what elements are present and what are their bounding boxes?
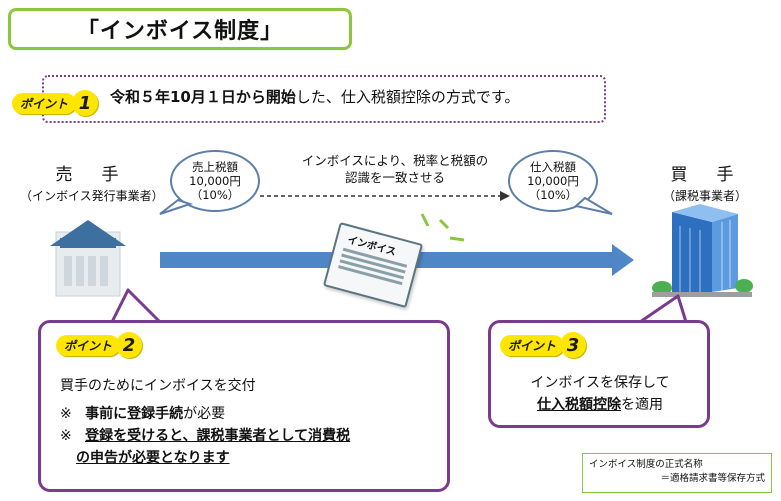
consistency-line1: インボイスにより、税率と税額の <box>301 153 489 168</box>
point2-line3-bold: 登録を受けると、課税事業者として消費税 <box>85 428 351 444</box>
point2-line2-bold: 事前に登録手続 <box>85 406 184 422</box>
point3-line2-bold: 仕入税額控除 <box>537 397 621 413</box>
point3-line2: 仕入税額控除を適用 <box>502 394 698 416</box>
purchase-tax-amount: 10,000円 <box>527 174 579 188</box>
sparkle-line <box>420 213 430 227</box>
sales-tax-label: 売上税額 <box>192 160 238 174</box>
point2-line2-rest: が必要 <box>183 406 226 422</box>
point3-pointer <box>638 294 688 324</box>
point2-line3: ※ 登録を受けると、課税事業者として消費税 <box>60 425 350 447</box>
point1-text-rest: した、仕入税額控除の方式です。 <box>295 88 520 106</box>
purchase-tax-rate: （10%） <box>528 188 578 202</box>
point-badge-number: 3 <box>560 332 587 358</box>
point2-line4-bold: の申告が必要となります <box>76 450 230 466</box>
shop-icon <box>50 220 126 297</box>
purchase-tax-label: 仕入税額 <box>530 160 576 174</box>
seller-sub: （インボイス発行事業者） <box>20 189 164 203</box>
point-badge-label: ポイント <box>56 334 121 356</box>
dashed-arrow-head <box>500 191 510 201</box>
buyer-name: 買 手 <box>670 165 740 185</box>
point3-line2-rest: を適用 <box>621 397 663 413</box>
note-line2: ＝適格請求書等保存方式 <box>660 473 765 484</box>
sparkle-line <box>438 218 450 230</box>
buyer-label: 買 手 （課税事業者） <box>640 160 770 204</box>
point-badge-label: ポイント <box>500 334 565 356</box>
sales-tax-amount: 10,000円 <box>189 174 241 188</box>
buyer-sub: （課税事業者） <box>662 189 747 203</box>
note-box: インボイス制度の正式名称 ＝適格請求書等保存方式 <box>582 453 772 493</box>
point-badge-number: 1 <box>72 90 99 116</box>
point2-note-mark: ※ <box>60 428 72 444</box>
office-building-icon <box>652 204 753 297</box>
point3-badge: ポイント 3 <box>500 332 587 358</box>
consistency-text: インボイスにより、税率と税額の 認識を一致させる <box>290 152 500 186</box>
seller-label: 売 手 （インボイス発行事業者） <box>20 160 164 204</box>
point1-badge: ポイント 1 <box>12 90 99 116</box>
sales-bubble-tail <box>159 198 194 215</box>
point-badge-number: 2 <box>116 332 143 358</box>
sales-tax-rate: （10%） <box>190 188 240 202</box>
point2-text: 買手のためにインボイスを交付 ※ 事前に登録手続が必要 ※ 登録を受けると、課税… <box>60 375 350 469</box>
note-line1: インボイス制度の正式名称 <box>589 459 703 470</box>
seller-name: 売 手 <box>55 165 125 185</box>
point3-text: インボイスを保存して 仕入税額控除を適用 <box>502 372 698 416</box>
point1-text: 令和５年10月１日から開始した、仕入税額控除の方式です。 <box>110 86 519 107</box>
purchase-bubble-tail <box>573 196 613 215</box>
point-badge-label: ポイント <box>12 92 77 114</box>
point2-note-mark: ※ <box>60 406 72 422</box>
point3-line1: インボイスを保存して <box>530 375 670 391</box>
point2-line1: 買手のためにインボイスを交付 <box>60 378 256 394</box>
point2-line4: の申告が必要となります <box>60 447 350 469</box>
title-box: 「インボイス制度」 <box>8 8 352 50</box>
main-flow-arrow-head <box>612 244 634 276</box>
sparkle-line <box>449 236 465 242</box>
point1-text-bold: 令和５年10月１日から開始 <box>110 88 296 106</box>
point2-badge: ポイント 2 <box>56 332 143 358</box>
page-title: 「インボイス制度」 <box>76 19 284 44</box>
consistency-line2: 認識を一致させる <box>344 170 445 185</box>
point2-line2: ※ 事前に登録手続が必要 <box>60 403 350 425</box>
